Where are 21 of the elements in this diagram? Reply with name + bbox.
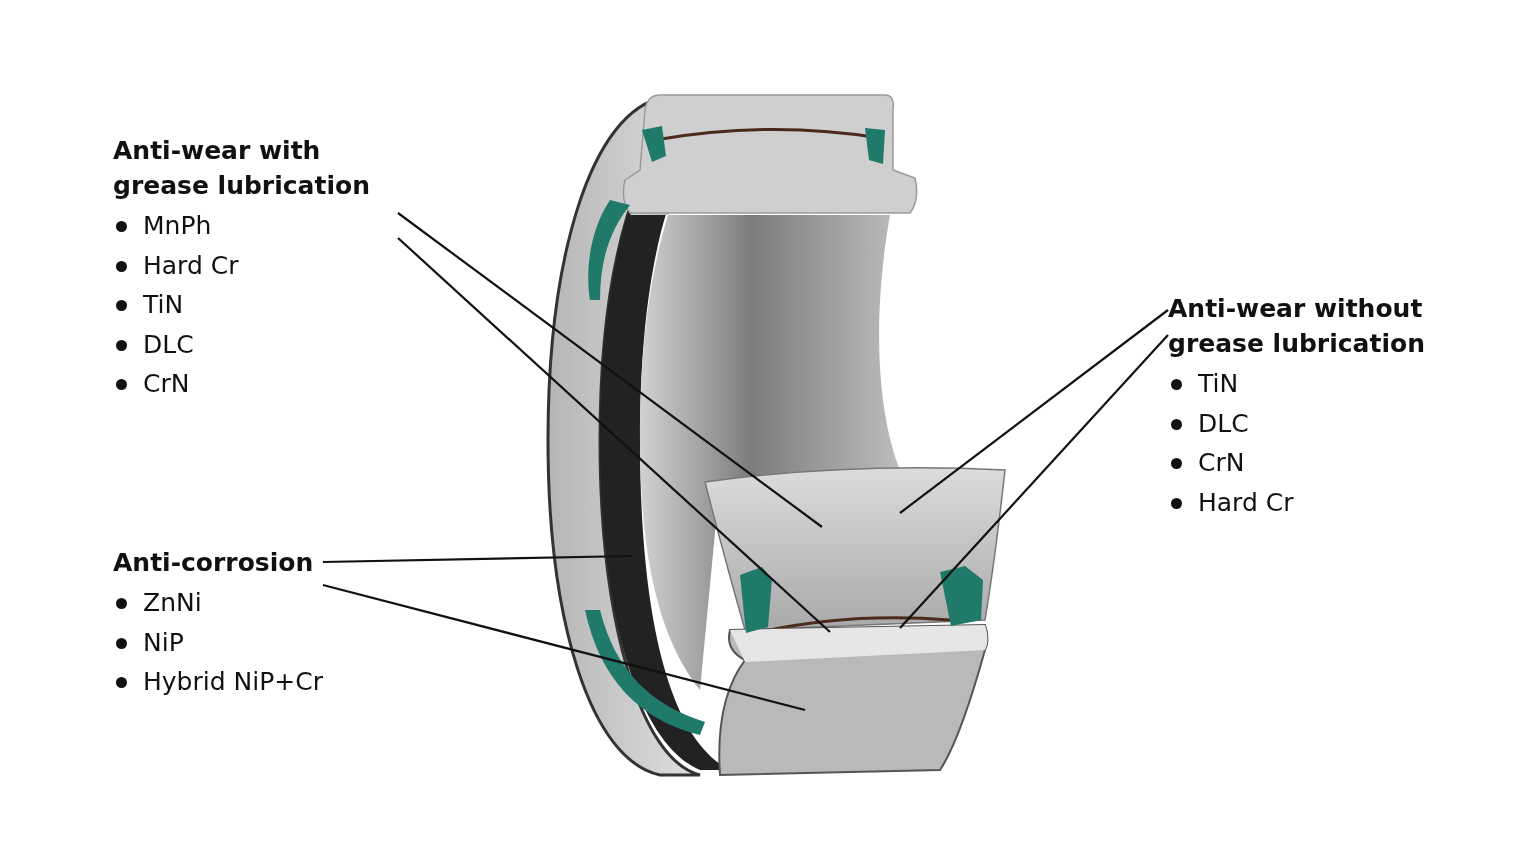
callout-heading: Anti-wear with grease lubrication xyxy=(113,135,371,202)
bullet-item: DLC xyxy=(113,324,194,364)
leader-line xyxy=(322,554,633,564)
bullet-item: Hybrid NiP+Cr xyxy=(113,662,323,702)
leader-line xyxy=(899,334,1169,629)
leader-line xyxy=(397,237,831,633)
bullet-item: MnPh xyxy=(113,206,212,246)
bullet-item: CrN xyxy=(1168,443,1245,483)
leader-line xyxy=(322,583,806,712)
bullet-item: TiN xyxy=(113,285,184,325)
bullet-item: Hard Cr xyxy=(1168,482,1294,522)
bullet-item: CrN xyxy=(113,364,190,404)
leader-line xyxy=(899,309,1169,514)
bullet-item: DLC xyxy=(1168,403,1249,443)
bullet-item: TiN xyxy=(1168,364,1239,404)
bullet-item: ZnNi xyxy=(113,583,202,623)
leader-line xyxy=(397,212,823,528)
callout-heading: Anti-wear without grease lubrication xyxy=(1168,293,1426,360)
bullet-item: NiP xyxy=(113,622,184,662)
callout-heading: Anti-corrosion xyxy=(113,547,315,579)
bullet-item: Hard Cr xyxy=(113,245,239,285)
